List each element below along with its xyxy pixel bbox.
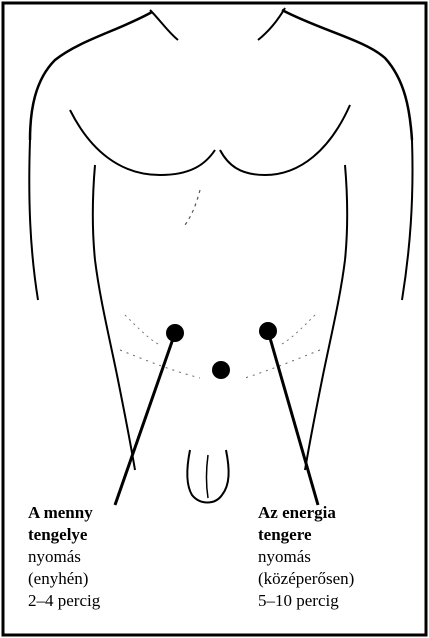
neck-left-outline	[150, 10, 178, 40]
genital-center-line	[207, 455, 209, 498]
menny-tengelye-label: A menny tengelye nyomás (enyhén) 2–4 per…	[28, 502, 100, 612]
left-label-line5: 2–4 percig	[28, 590, 100, 612]
right-arm-outer	[402, 140, 413, 300]
right-chest-outline	[220, 105, 350, 175]
left-label-line1: A menny	[28, 502, 100, 524]
left-shoulder-outline	[30, 12, 152, 140]
left-chest-outline	[70, 110, 215, 175]
left-torso-side	[95, 260, 135, 470]
neck-right-outline	[258, 8, 285, 40]
center-point	[212, 361, 230, 379]
right-hip-mark	[280, 315, 315, 345]
left-label-line3: nyomás	[28, 546, 100, 568]
linea-alba-mark	[185, 190, 200, 225]
right-torso-side	[305, 260, 345, 470]
right-groin-mark	[245, 350, 320, 378]
right-arm-inner	[345, 165, 347, 260]
right-label-line5: 5–10 percig	[258, 590, 354, 612]
right-label-line1: Az energia	[258, 502, 354, 524]
right-label-line3: nyomás	[258, 546, 354, 568]
energia-tengere-label: Az energia tengere nyomás (középerősen) …	[258, 502, 354, 612]
right-shoulder-outline	[282, 10, 412, 140]
right-label-line2: tengere	[258, 524, 354, 546]
left-hip-mark	[125, 315, 160, 345]
left-label-line4: (enyhén)	[28, 568, 100, 590]
left-arm-outer	[29, 140, 38, 300]
right-label-line4: (középerősen)	[258, 568, 354, 590]
left-label-line2: tengelye	[28, 524, 100, 546]
left-leader-line	[115, 333, 175, 505]
right-leader-line	[268, 331, 318, 505]
left-arm-inner	[93, 165, 95, 260]
